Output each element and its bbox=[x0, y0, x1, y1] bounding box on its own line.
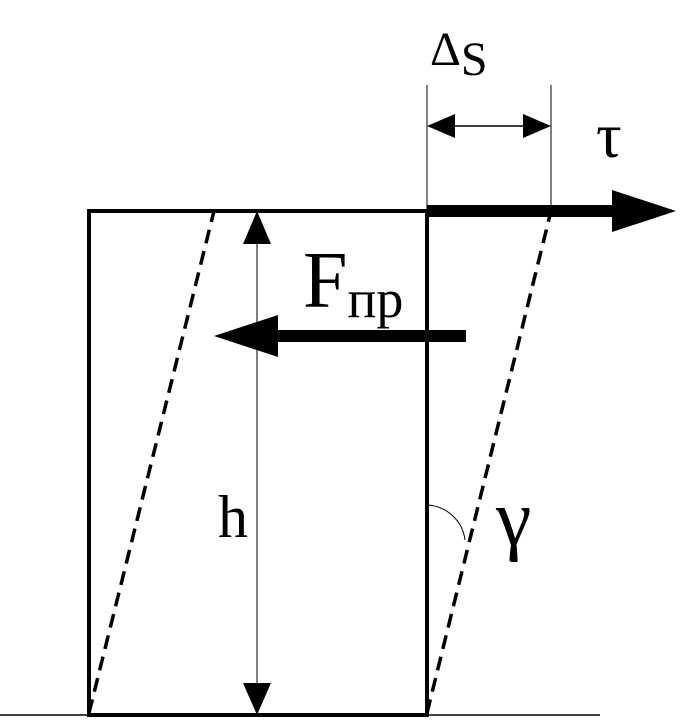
tau-arrowhead bbox=[612, 190, 676, 232]
height-label: h bbox=[218, 484, 248, 550]
deformed-right-edge bbox=[425, 210, 553, 714]
delta-s-label: ΔS bbox=[430, 23, 488, 86]
delta-s-arrowhead-left bbox=[427, 114, 455, 138]
gamma-angle-arc bbox=[426, 504, 466, 541]
force-subscript: пр bbox=[348, 269, 404, 329]
force-main-letter: F bbox=[303, 237, 348, 325]
gamma-label: γ bbox=[495, 475, 531, 563]
force-arrowhead bbox=[214, 315, 278, 357]
height-arrowhead-top bbox=[243, 211, 271, 244]
original-block bbox=[87, 209, 429, 717]
force-label: Fпр bbox=[303, 237, 403, 329]
delta-symbol: Δ bbox=[430, 23, 461, 76]
delta-subscript: S bbox=[461, 33, 488, 86]
height-arrowhead-bottom bbox=[243, 683, 271, 715]
deformed-left-edge bbox=[87, 210, 216, 714]
tau-label: τ bbox=[596, 100, 622, 171]
delta-s-arrowhead-right bbox=[523, 114, 551, 138]
